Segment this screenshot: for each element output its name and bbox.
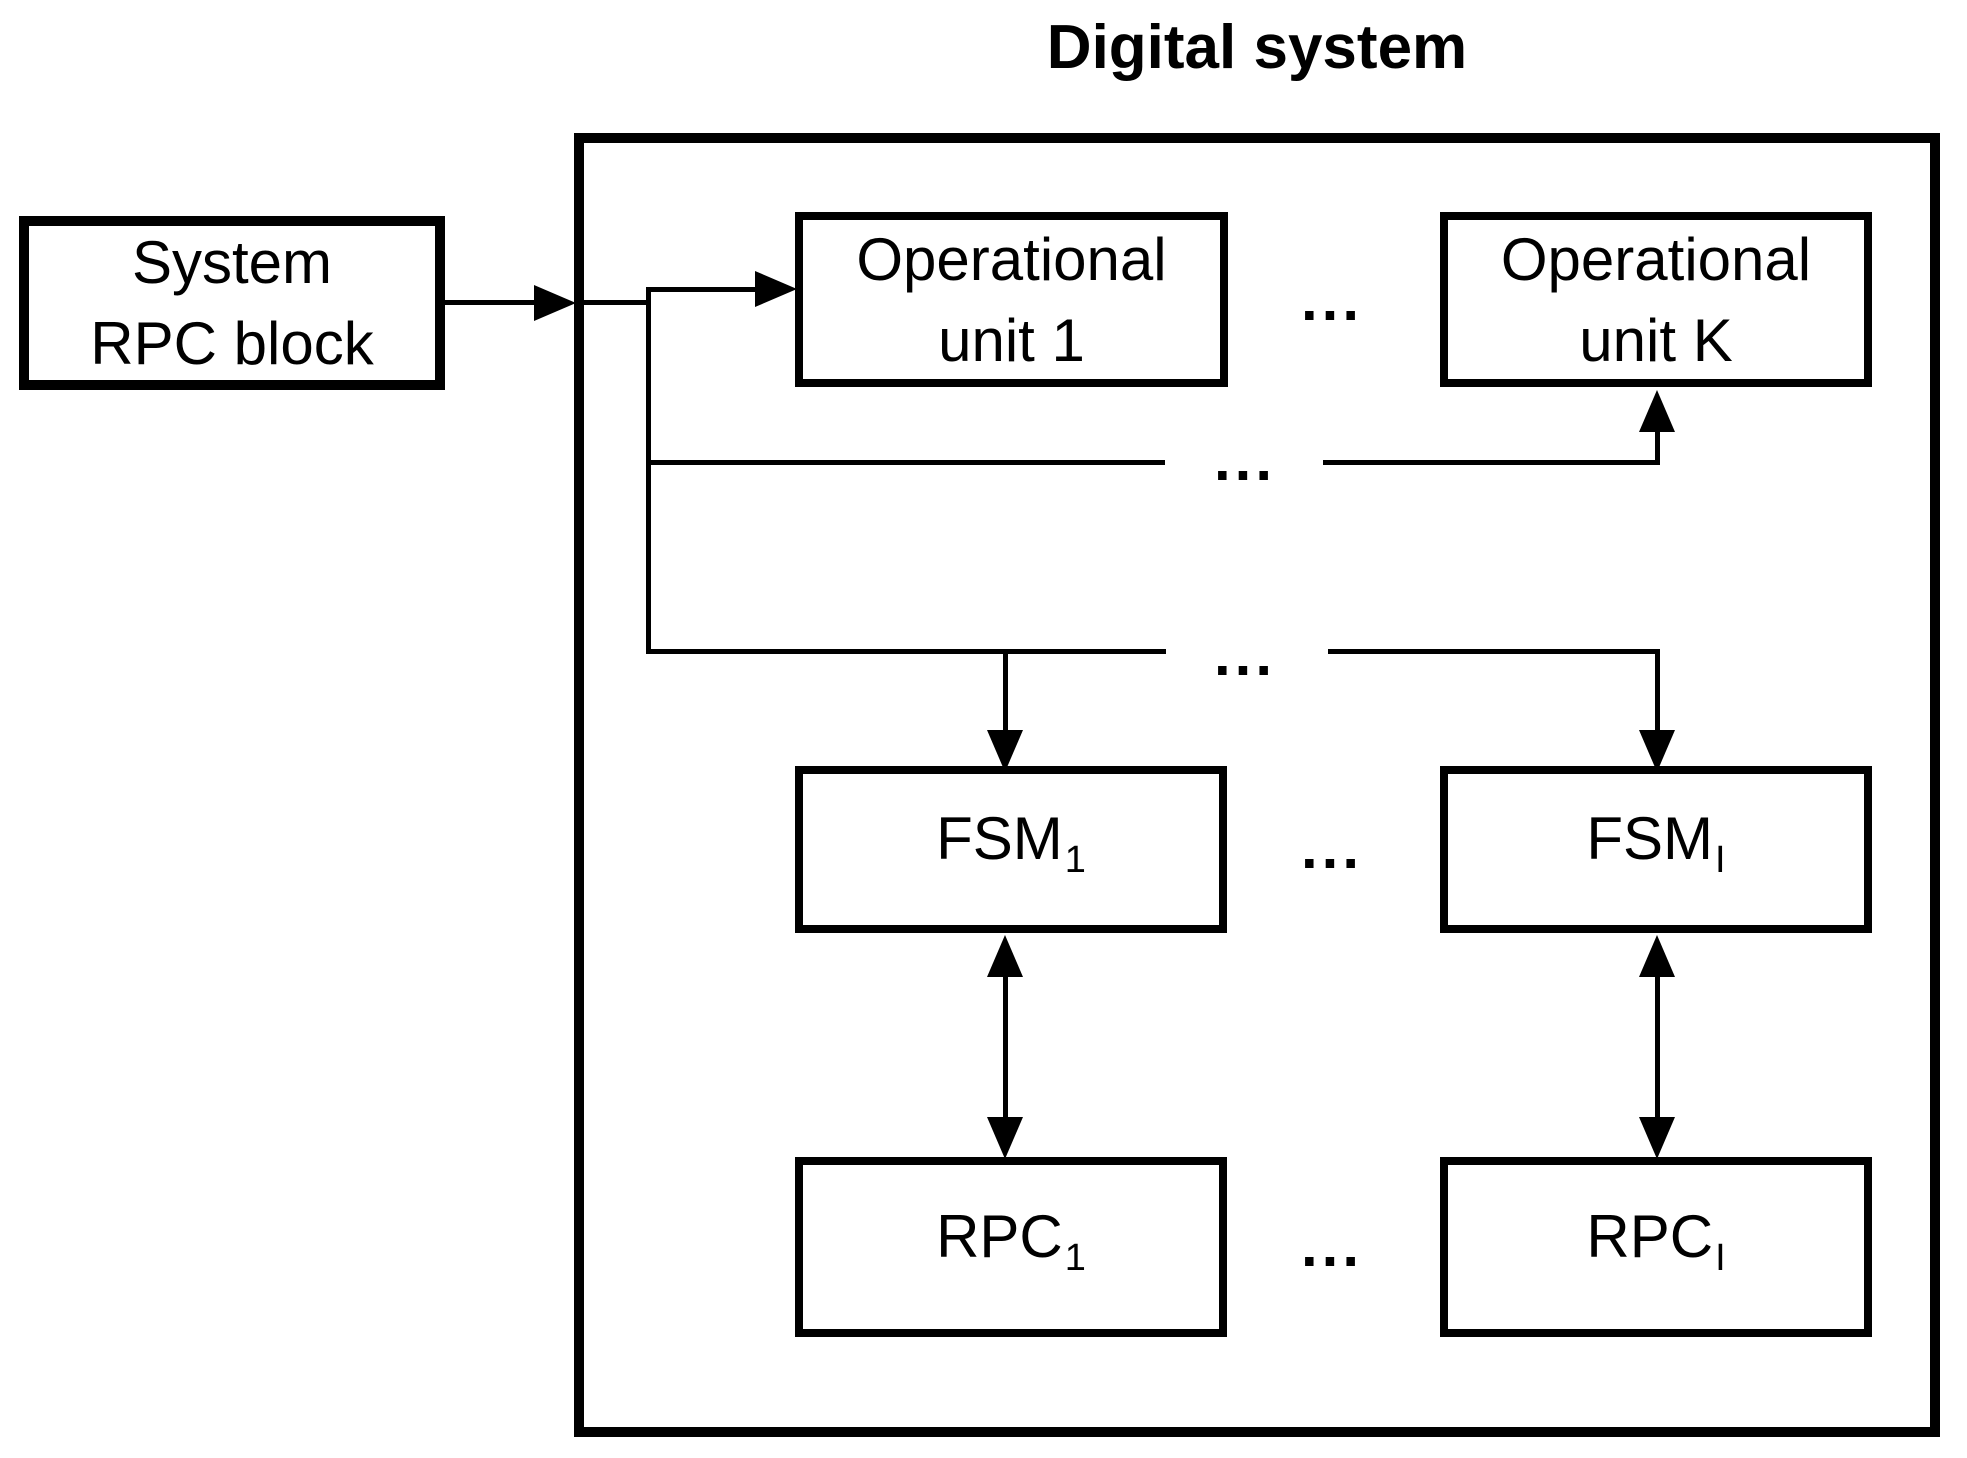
fsm-1-label-sub: 1	[1064, 839, 1086, 881]
system-rpc-block: System RPC block	[19, 216, 445, 390]
rpc-1-label-sub: 1	[1064, 1236, 1086, 1279]
arrowhead-into-op-unit-1	[755, 271, 797, 307]
arrowhead-into-fsm-i	[1639, 730, 1675, 772]
operational-unit-k-label-line1: Operational	[1500, 225, 1812, 293]
arrowhead-into-fsm-1-bottom	[987, 935, 1023, 977]
bus-line-1-right-segment	[1323, 460, 1660, 465]
bus-line-2-left-segment	[646, 649, 1166, 654]
ellipsis-between-fsm: ...	[1300, 814, 1363, 881]
bus-line-2-right-segment	[1328, 649, 1660, 654]
fsm-i-label: FSMI	[1586, 804, 1725, 895]
arrowhead-into-fsm-i-bottom	[1639, 935, 1675, 977]
rpc-i-block: RPCI	[1440, 1157, 1872, 1337]
rpc-i-label: RPCI	[1586, 1202, 1725, 1293]
link-fsm-i-rpc-i-shaft	[1655, 970, 1660, 1125]
rpc-1-label-main: RPC	[936, 1202, 1063, 1270]
fsm-i-label-main: FSM	[1586, 805, 1714, 872]
link-fsm-1-rpc-1-shaft	[1003, 970, 1008, 1125]
bus-line-1-left-segment	[646, 460, 1165, 465]
bus-vertical-line	[646, 287, 651, 654]
system-rpc-block-label-line1: System	[131, 229, 333, 296]
operational-unit-k-block: Operational unit K	[1440, 212, 1872, 387]
feed-connector-line	[445, 300, 540, 305]
inner-feed-line	[584, 300, 651, 305]
rpc-i-label-sub: I	[1715, 1236, 1726, 1279]
operational-unit-1-label-line1: Operational	[856, 225, 1167, 293]
arrowhead-into-fsm-1	[987, 730, 1023, 772]
fsm-1-block: FSM1	[795, 766, 1227, 933]
ellipsis-bus-line-2: ...	[1213, 621, 1276, 688]
operational-unit-k-label-line2: unit K	[1579, 306, 1733, 374]
arrowhead-into-digital-system	[534, 285, 576, 321]
drop-to-fsm-i-line	[1655, 649, 1660, 739]
rpc-1-block: RPC1	[795, 1157, 1227, 1337]
diagram-title: Digital system	[1046, 13, 1468, 82]
arrowhead-into-op-unit-k	[1639, 390, 1675, 432]
fsm-i-block: FSMI	[1440, 766, 1872, 933]
ellipsis-between-op-units: ...	[1300, 266, 1363, 333]
bus-line-1-riser	[1655, 425, 1660, 465]
digital-system-boundary	[574, 133, 1940, 1437]
fsm-1-label-main: FSM	[936, 805, 1063, 872]
rpc-i-label-main: RPC	[1586, 1202, 1714, 1270]
operational-unit-1-block: Operational unit 1	[795, 212, 1228, 387]
arrowhead-into-rpc-1	[987, 1117, 1023, 1159]
drop-to-fsm-1-line	[1003, 649, 1008, 739]
operational-unit-1-label-line2: unit 1	[938, 306, 1085, 374]
fsm-i-label-sub: I	[1715, 839, 1726, 881]
system-rpc-block-label-line2: RPC block	[90, 310, 374, 377]
rpc-1-label: RPC1	[936, 1202, 1086, 1293]
arrowhead-into-rpc-i	[1639, 1117, 1675, 1159]
branch-to-op-unit-1-line	[646, 287, 759, 292]
ellipsis-between-rpc: ...	[1300, 1212, 1363, 1279]
fsm-1-label: FSM1	[936, 804, 1086, 895]
ellipsis-bus-line-1: ...	[1213, 426, 1276, 493]
